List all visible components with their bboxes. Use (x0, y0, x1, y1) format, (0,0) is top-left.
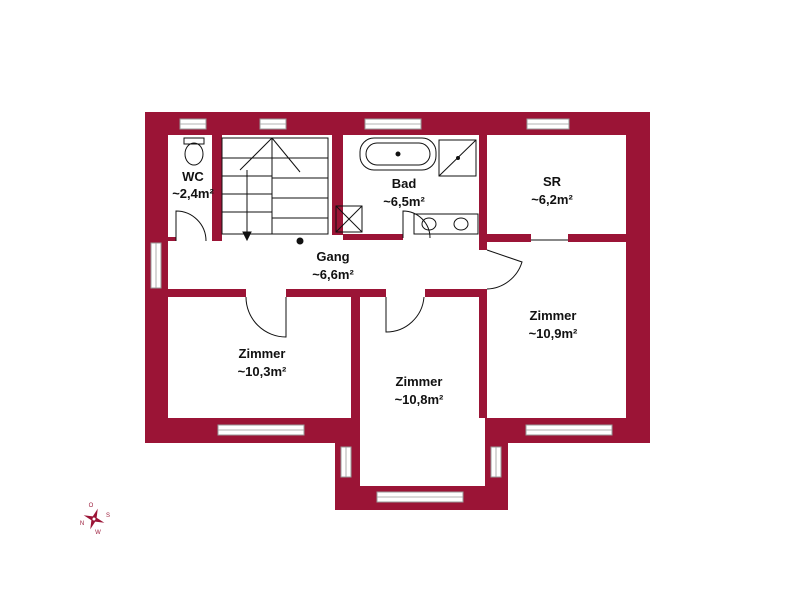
bad-name: Bad (392, 176, 417, 191)
door-zimmer1 (245, 296, 287, 338)
door-bad (402, 210, 431, 239)
compass-w: W (95, 530, 101, 536)
compass-labels: N O S W (80, 503, 110, 536)
gang-name: Gang (316, 249, 349, 264)
wall-gang-east (479, 240, 487, 250)
wall-stair-bad (332, 135, 343, 235)
wall-zimmer2-zimmer3 (479, 289, 487, 418)
room-labels: WC ~2,4m² Bad ~6,5m² SR ~6,2m² Gang ~6,6… (172, 169, 578, 407)
sink-icon (413, 213, 479, 235)
bad-area: ~6,5m² (383, 194, 425, 209)
wall-sr-bottom-right (568, 234, 626, 242)
wc-area: ~2,4m² (172, 186, 214, 201)
compass-s: S (106, 513, 110, 519)
zimmer2-area: ~10,8m² (395, 392, 444, 407)
toilet-icon (183, 137, 205, 166)
zimmer2-name: Zimmer (396, 374, 443, 389)
shower-tray-icon (335, 205, 363, 233)
wall-wc-bottom (168, 237, 176, 241)
sr-name: SR (543, 174, 562, 189)
zimmer3-name: Zimmer (530, 308, 577, 323)
wall-wc-stair (212, 135, 222, 241)
wall-sr-bottom-left (479, 234, 531, 242)
compass-o: O (89, 503, 94, 509)
zimmer1-name: Zimmer (239, 346, 286, 361)
wall-zimmer1-zimmer2 (351, 289, 360, 418)
sr-area: ~6,2m² (531, 192, 573, 207)
wall-gang-bottom-3 (425, 289, 487, 297)
zimmer3-area: ~10,9m² (529, 326, 578, 341)
window-glass-lines (155, 123, 612, 498)
zimmer1-area: ~10,3m² (238, 364, 287, 379)
gang-area: ~6,6m² (312, 267, 354, 282)
wall-bad-bottom (343, 234, 403, 240)
door-zimmer2 (385, 296, 425, 333)
door-zimmer3 (486, 249, 523, 290)
door-wc (175, 210, 207, 242)
wall-bad-sr (479, 135, 487, 239)
compass-n: N (80, 521, 84, 527)
bathtub-icon (359, 137, 437, 171)
doors (175, 210, 568, 338)
walls (145, 112, 650, 510)
stair-icon (221, 137, 329, 245)
compass-icon (83, 508, 105, 530)
wall-gang-bottom-1 (168, 289, 246, 297)
wall-gang-bottom-2 (286, 289, 386, 297)
shower-icon (438, 139, 477, 177)
wc-name: WC (182, 169, 204, 184)
